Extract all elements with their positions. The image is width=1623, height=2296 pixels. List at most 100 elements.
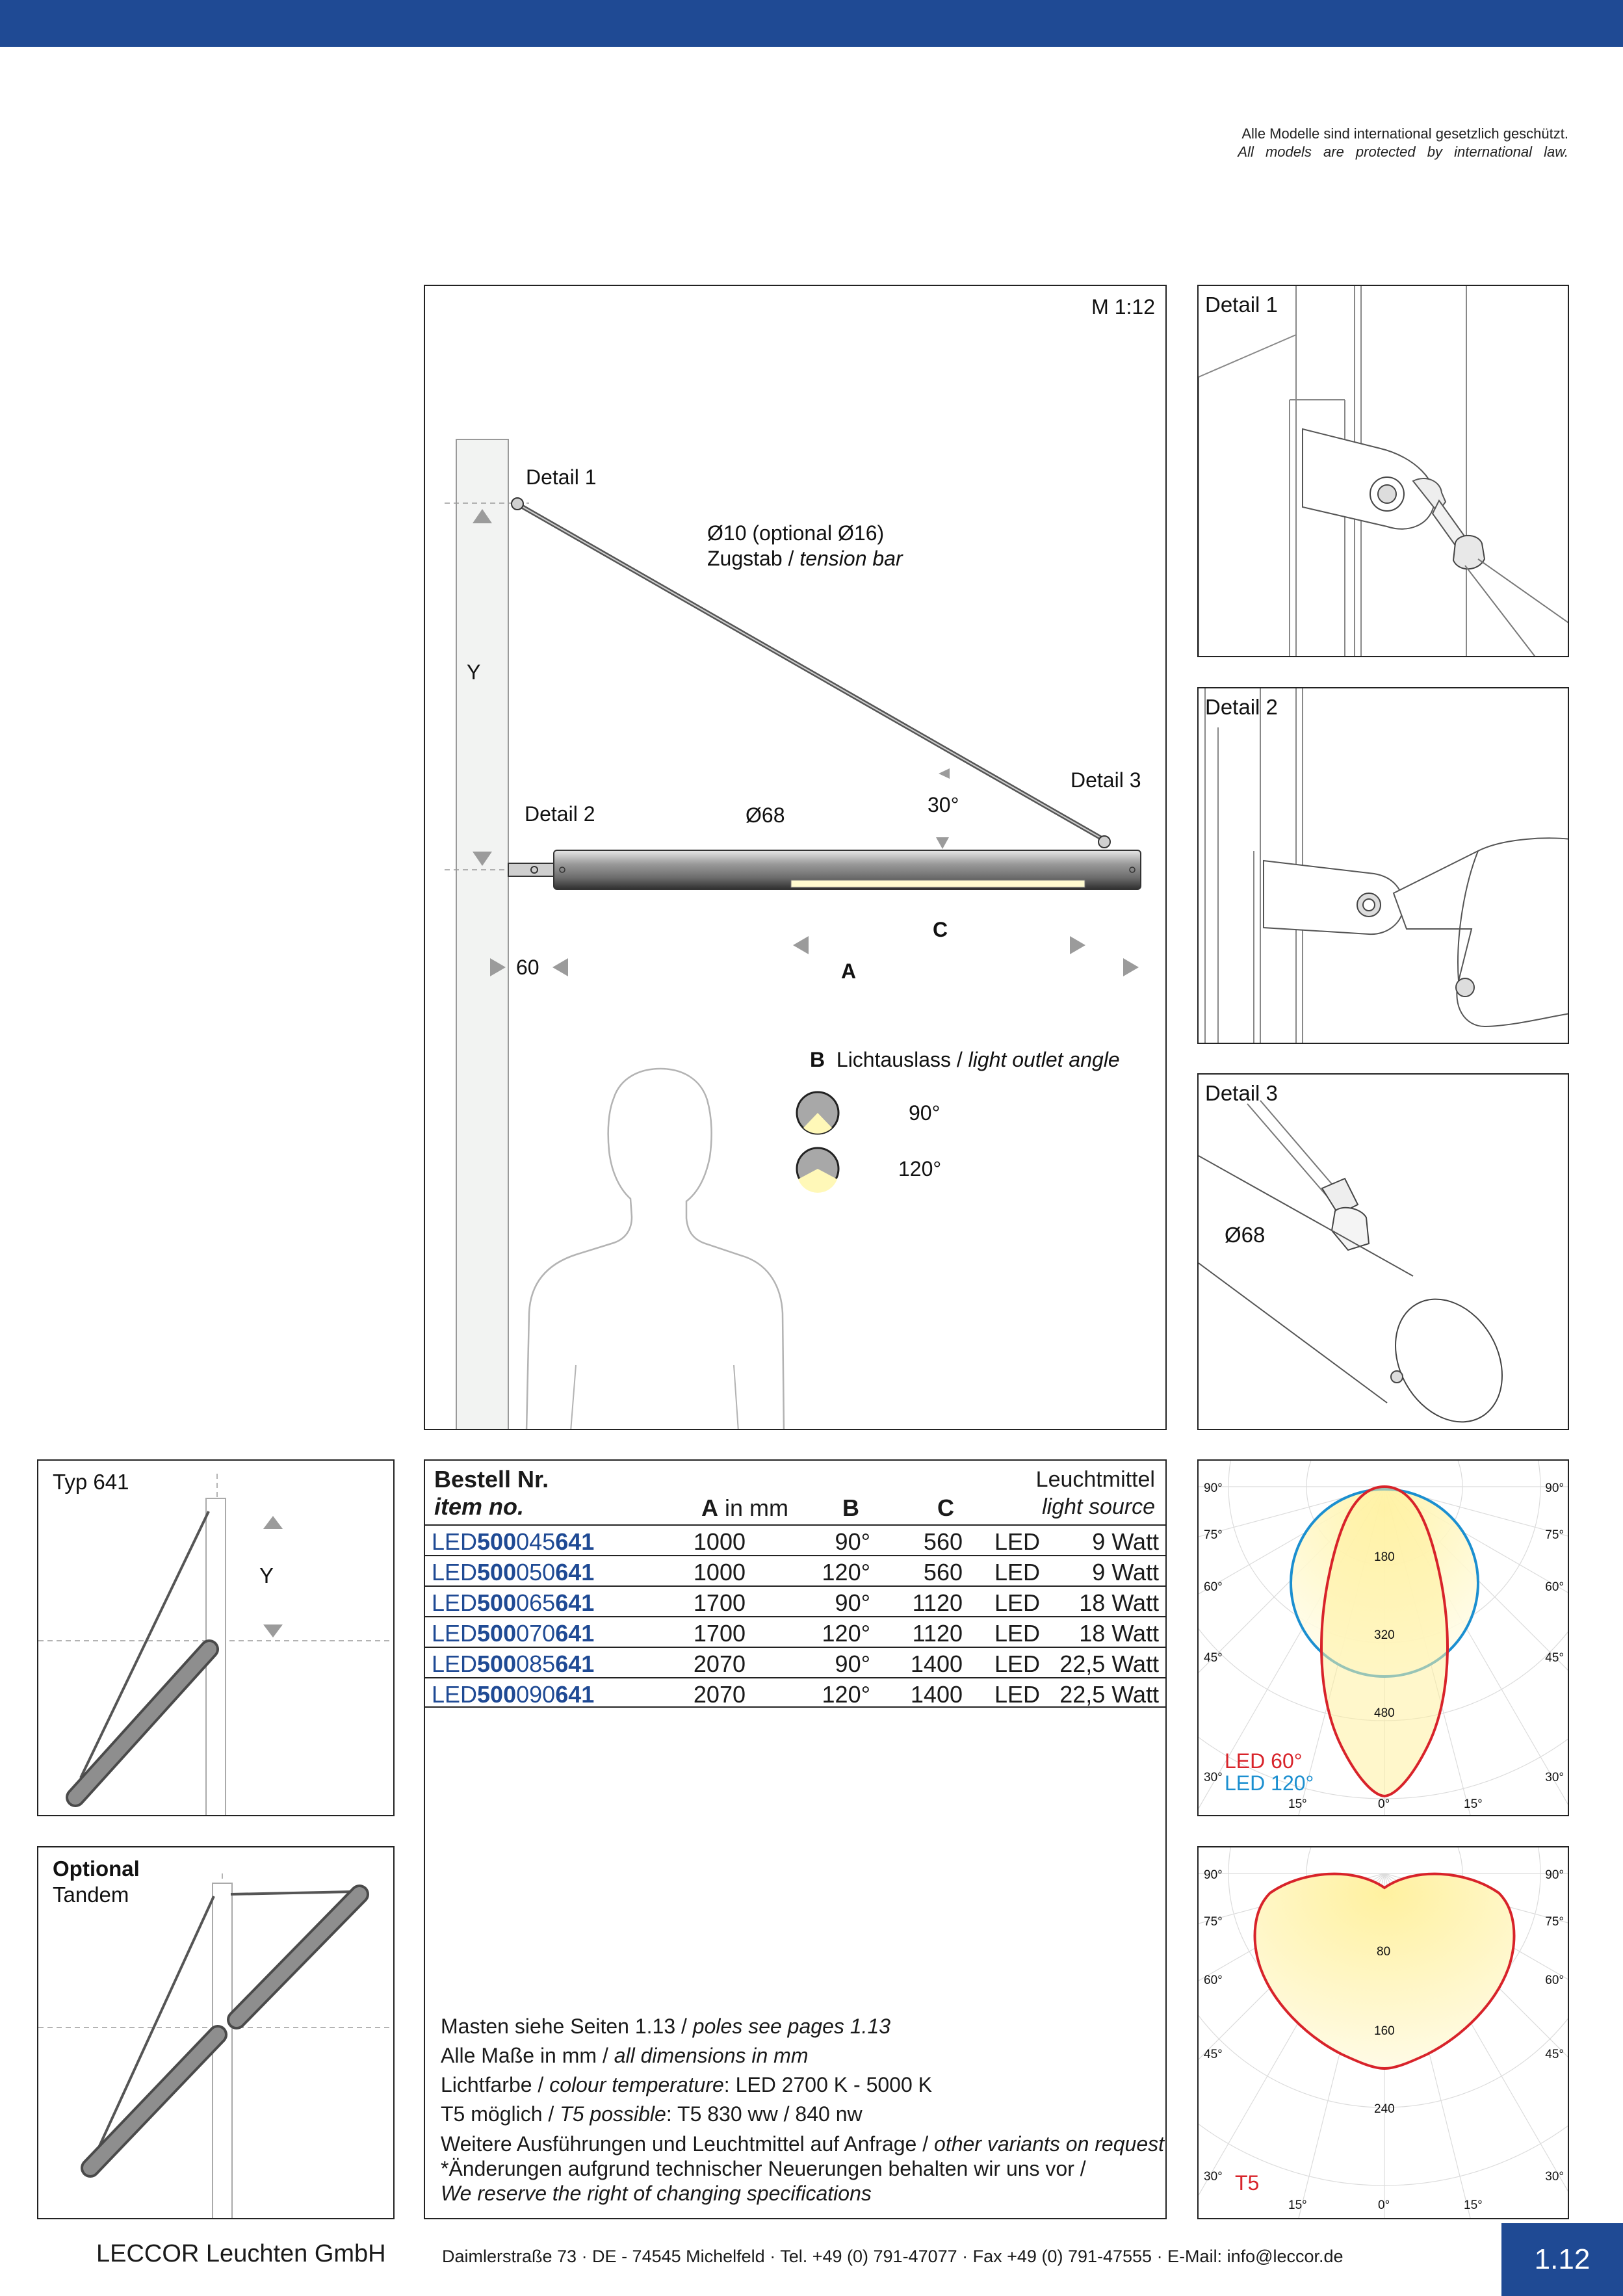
- y-dimension-label: Y: [467, 660, 481, 684]
- item-number: LED500050641: [432, 1559, 595, 1585]
- outlet-angle-b: 90°: [835, 1528, 870, 1555]
- polar-angle-label: 75°: [1545, 1915, 1564, 1929]
- polar-angle-label: 90°: [1204, 1868, 1223, 1882]
- note-line: T5 möglich / T5 possible: T5 830 ww / 84…: [441, 2102, 863, 2126]
- note-line: Alle Maße in mm / all dimensions in mm: [441, 2044, 809, 2067]
- top-brand-bar: [0, 0, 1623, 47]
- lamp-type: LED: [994, 1559, 1041, 1585]
- column-c-header: C: [937, 1494, 954, 1521]
- lamp-type: LED: [994, 1681, 1041, 1708]
- polar-angle-label: 0°: [1378, 2198, 1390, 2212]
- dimension-a: 1000: [693, 1528, 746, 1555]
- table-row: LED500070641 1700 120° 1120 LED 18 Watt: [425, 1616, 1165, 1647]
- c-dimension-arrow-right: [1070, 936, 1085, 954]
- order-table-panel: Bestell Nr. item no. A in mm B C Leuchtm…: [424, 1459, 1167, 2219]
- lamp-type: LED: [994, 1620, 1041, 1647]
- type-641-label: Typ 641: [53, 1470, 129, 1494]
- detail-2-panel: Detail 2: [1197, 687, 1569, 1044]
- wattage: 22,5 Watt: [1059, 1681, 1159, 1708]
- table-row: LED500085641 2070 90° 1400 LED 22,5 Watt: [425, 1647, 1165, 1677]
- detail-3-panel: Detail 3 Ø68: [1197, 1073, 1569, 1430]
- polar-ring-value: 320: [1374, 1628, 1395, 1642]
- outlet-angle-heading: B Lichtauslass / light outlet angle: [810, 1048, 1120, 1071]
- polar-angle-label: 60°: [1204, 1974, 1223, 1987]
- polar-ring-value: 480: [1374, 1706, 1395, 1720]
- item-number-heading-en: item no.: [434, 1493, 525, 1520]
- dimension-c: 560: [923, 1559, 963, 1585]
- outlet-120-label: 120°: [898, 1157, 942, 1181]
- offset-60-label: 60: [516, 956, 539, 979]
- item-number: LED500090641: [432, 1681, 595, 1708]
- y-dimension-arrow-up: [473, 509, 492, 523]
- legal-notice-de: Alle Modelle sind international gesetzli…: [1241, 125, 1568, 142]
- polar-angle-label: 15°: [1464, 2198, 1483, 2212]
- polar-angle-label: 15°: [1288, 1797, 1307, 1811]
- detail-1-panel: Detail 1: [1197, 285, 1569, 657]
- dimension-c: 1120: [912, 1589, 963, 1616]
- polar-t5-svg: [1199, 1847, 1568, 2218]
- dimension-a: 2070: [693, 1681, 746, 1708]
- dimension-c: 560: [923, 1528, 963, 1555]
- wattage: 9 Watt: [1092, 1559, 1159, 1585]
- table-row: LED500050641 1000 120° 560 LED 9 Watt: [425, 1555, 1165, 1585]
- detail-2-callout: Detail 2: [525, 802, 595, 826]
- product-notes: Masten siehe Seiten 1.13 / poles see pag…: [441, 2012, 1164, 2206]
- polar-ring-value: 160: [1374, 2024, 1395, 2038]
- polar-angle-label: 75°: [1204, 1528, 1223, 1542]
- human-silhouette: [525, 1067, 785, 1429]
- lamp-type: LED: [994, 1650, 1041, 1677]
- tandem-sketch: [38, 1873, 393, 2218]
- tandem-label: Tandem: [53, 1883, 129, 1907]
- a-dimension-arrow-right: [1123, 958, 1139, 976]
- detail-1-drawing: [1199, 286, 1568, 656]
- luminaire-tube: [553, 850, 1141, 890]
- item-number: LED500070641: [432, 1620, 595, 1647]
- detail-2-label: Detail 2: [1205, 695, 1278, 719]
- polar-angle-label: 75°: [1204, 1915, 1223, 1929]
- polar-angle-label: 30°: [1545, 2170, 1564, 2184]
- light-source-heading-en: light source: [1042, 1494, 1155, 1519]
- polar-angle-label: 15°: [1288, 2198, 1307, 2212]
- wattage: 22,5 Watt: [1059, 1650, 1159, 1677]
- legend-led-120: LED 120°: [1225, 1771, 1314, 1795]
- optional-label: Optional: [53, 1857, 140, 1881]
- order-table-rows: LED500045641 1000 90° 560 LED 9 Watt LED…: [425, 1524, 1165, 1708]
- detail-3-label: Detail 3: [1205, 1081, 1278, 1105]
- polar-ring-value: 240: [1374, 2102, 1395, 2116]
- detail-2-drawing: [1204, 688, 1568, 1043]
- tension-bar-diameter: Ø10 (optional Ø16): [707, 521, 885, 545]
- legal-notice: Alle Modelle sind international gesetzli…: [1238, 125, 1568, 161]
- luminaire-side-view: [445, 439, 1141, 1429]
- polar-angle-label: 60°: [1545, 1580, 1564, 1594]
- polar-angle-label: 15°: [1464, 1797, 1483, 1811]
- light-source-heading-de: Leuchtmittel: [1035, 1467, 1155, 1492]
- polar-angle-label: 90°: [1545, 1481, 1564, 1495]
- wattage: 18 Watt: [1079, 1589, 1159, 1616]
- outlet-angle-b: 90°: [835, 1589, 870, 1616]
- detail-3-drawing: [1199, 1100, 1503, 1423]
- polar-angle-label: 75°: [1545, 1528, 1564, 1542]
- dimension-c: 1400: [910, 1681, 963, 1708]
- detail-3-callout: Detail 3: [1071, 768, 1141, 792]
- item-number: LED500065641: [432, 1589, 595, 1616]
- polar-angle-label: 0°: [1378, 1797, 1390, 1811]
- a-dimension-arrow-left: [552, 958, 568, 976]
- outlet-angle-b: 90°: [835, 1650, 870, 1677]
- dimension-a: 1700: [693, 1620, 746, 1647]
- item-number: LED500045641: [432, 1528, 595, 1555]
- polar-angle-label: 60°: [1545, 1974, 1564, 1987]
- polar-angle-label: 45°: [1545, 2048, 1564, 2061]
- lamp-type: LED: [994, 1589, 1041, 1616]
- y-dimension-arrow-down: [473, 852, 492, 866]
- table-row: LED500065641 1700 90° 1120 LED 18 Watt: [425, 1585, 1165, 1616]
- footer-company: LECCOR Leuchten GmbH: [96, 2240, 386, 2267]
- detail-1-callout: Detail 1: [526, 465, 597, 489]
- polar-led-svg: [1199, 1461, 1568, 1815]
- page-number: 1.12: [1501, 2223, 1623, 2296]
- dimension-a: 1700: [693, 1589, 746, 1616]
- footer-address: Daimlerstraße 73 · DE - 74545 Michelfeld…: [442, 2247, 1344, 2266]
- outlet-angle-b: 120°: [822, 1620, 870, 1647]
- main-technical-drawing: M 1:12 Detail 1 Ø10 (optional Ø16) Zugst…: [424, 285, 1167, 1430]
- tube-diameter: Ø68: [746, 803, 785, 827]
- column-a-header: A in mm: [701, 1494, 788, 1521]
